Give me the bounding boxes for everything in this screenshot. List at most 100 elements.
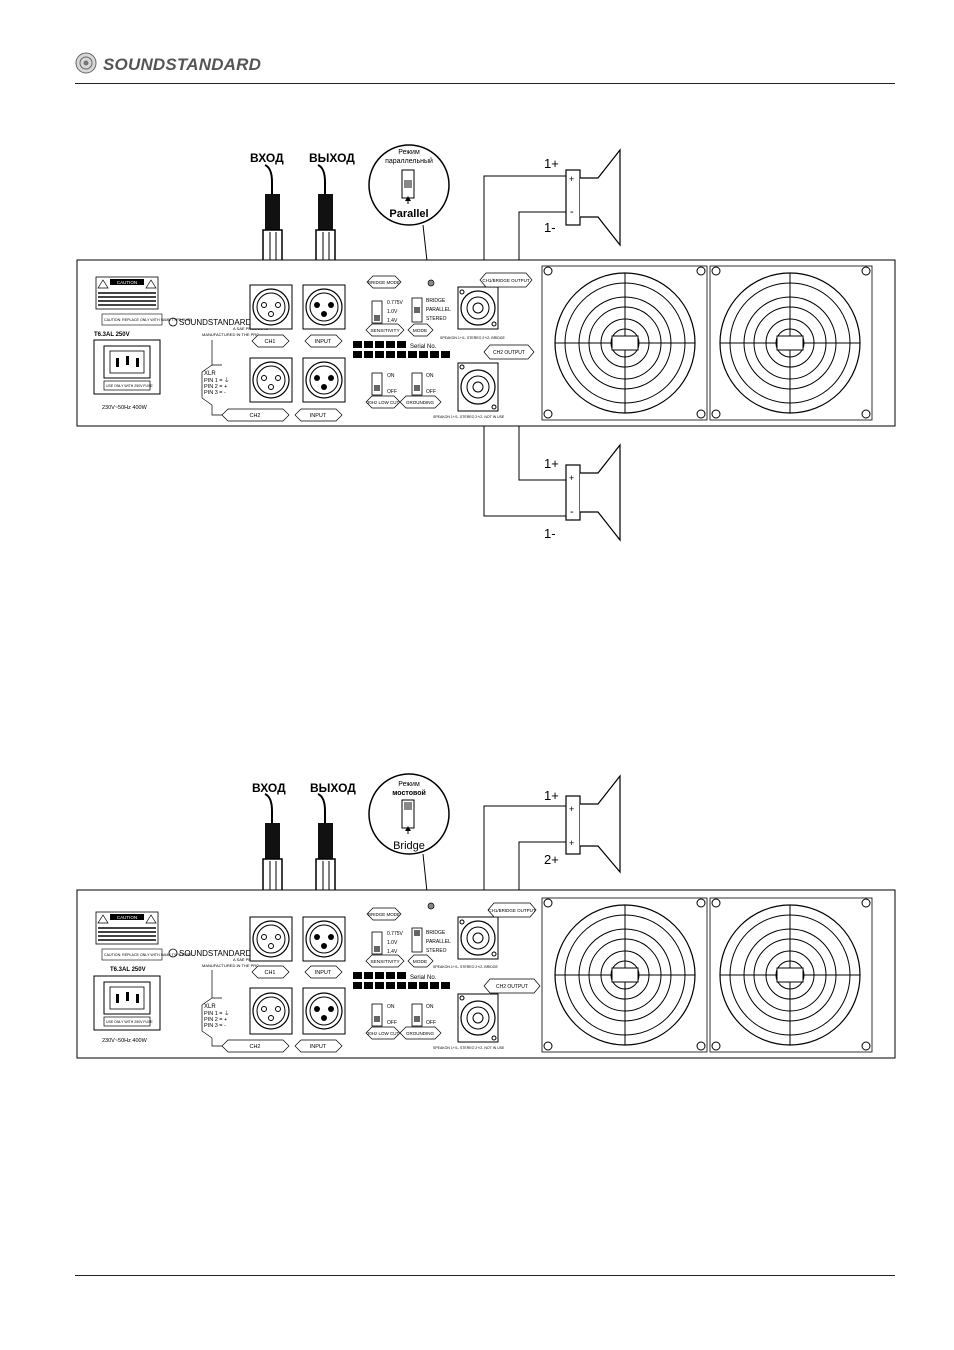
sensitivity-label-2: SENSITIVITY bbox=[370, 959, 400, 965]
terminal-plus-2: + bbox=[569, 473, 574, 483]
pin3-label: PIN 3 = - bbox=[204, 390, 226, 396]
lowcut-off-2: OFF bbox=[387, 1020, 397, 1026]
diagram-parallel: ВХОД ВЫХОД Режим параллельный Parallel +… bbox=[0, 130, 954, 560]
pin2-label-2: PIN 2 = + bbox=[204, 1017, 227, 1023]
speakon2-note: SPEAKON 1+/1- STEREO 2+/2- NOT IN USE bbox=[433, 415, 505, 419]
grounding-off: OFF bbox=[426, 389, 436, 395]
cooling-fan-left-2 bbox=[541, 897, 708, 1053]
xlr-jack-ch1-male bbox=[302, 284, 346, 330]
caution-label: CAUTION bbox=[117, 280, 137, 285]
callout-line1: Режим bbox=[398, 149, 420, 156]
brand-name: SOUNDSTANDARD bbox=[103, 55, 262, 74]
output-label-2: ВЫХОД bbox=[310, 781, 356, 795]
pin1-label: PIN 1 = ⏚ bbox=[204, 377, 230, 384]
bridge-mode-label: BRIDGE MODE bbox=[368, 280, 400, 285]
cooling-fan-right-2 bbox=[709, 897, 873, 1053]
diagram-bridge: ВХОД ВЫХОД Режим мостовой Bridge + + 1+ … bbox=[0, 772, 954, 1072]
ch2-input-label-2: INPUT bbox=[310, 1044, 327, 1050]
header-rule bbox=[75, 83, 895, 84]
footer-rule bbox=[75, 1275, 895, 1276]
output-label: ВЫХОД bbox=[309, 151, 355, 165]
sens-0775-2: 0.775V bbox=[387, 931, 404, 937]
sens-14: 1.4V bbox=[387, 318, 398, 324]
pin1-label-2: PIN 1 = ⏚ bbox=[204, 1010, 230, 1017]
input-label: ВХОД bbox=[250, 151, 284, 165]
speakon1-note: SPEAKON 1+/1- STEREO 2+/2- BRIDGE bbox=[440, 336, 505, 340]
ch2-input-label: INPUT bbox=[310, 413, 327, 419]
serial-boxes-2 bbox=[353, 972, 450, 989]
mode-stereo: STEREO bbox=[426, 316, 447, 322]
ch1-input-label: INPUT bbox=[315, 339, 332, 345]
speaker-bottom-minus: 1- bbox=[544, 526, 556, 541]
cooling-fan-left bbox=[541, 265, 708, 421]
ch1-bridge-output-label-2: CH1/BRIDGE OUTPUT bbox=[488, 908, 536, 913]
ch2-label: CH2 bbox=[249, 413, 260, 419]
ch1-label: CH1 bbox=[264, 339, 275, 345]
xlr-jack-ch2-female bbox=[249, 357, 293, 403]
callout2-line1: Режим bbox=[398, 781, 420, 788]
pin2-label: PIN 2 = + bbox=[204, 384, 227, 390]
input-label-2: ВХОД bbox=[252, 781, 286, 795]
xlr-jack-ch2-female-2 bbox=[249, 987, 293, 1035]
sensitivity-label: SENSITIVITY bbox=[370, 328, 400, 334]
ch1-bridge-output-label: CH1/BRIDGE OUTPUT bbox=[482, 278, 530, 283]
speaker-bridge: + + 1+ 2+ bbox=[544, 774, 621, 874]
speaker-bottom: + - 1+ 1- bbox=[544, 443, 621, 542]
mode-parallel-2: PARALLEL bbox=[426, 939, 451, 945]
callout2-line2: мостовой bbox=[392, 789, 426, 797]
xlr-jack-ch1-female-2 bbox=[249, 916, 293, 962]
ch1-input-label-2: INPUT bbox=[315, 970, 332, 976]
panel-made: MANUFACTURED IN THE PRC bbox=[202, 332, 259, 337]
speaker-plus-a: 1+ bbox=[544, 788, 559, 803]
callout-line2: параллельный bbox=[385, 157, 433, 165]
mode-stereo-2: STEREO bbox=[426, 948, 447, 954]
bridge-mode-label-2: BRIDGE MODE bbox=[368, 912, 400, 917]
terminal-plus-a: + bbox=[569, 804, 574, 814]
ch2-label-2: CH2 bbox=[249, 1044, 260, 1050]
xlr-label: XLR bbox=[204, 371, 216, 377]
grounding-on: ON bbox=[426, 373, 434, 379]
mode-bridge: BRIDGE bbox=[426, 298, 446, 304]
terminal-plus-b: + bbox=[569, 838, 574, 848]
ch2-output-label-2: CH2 OUTPUT bbox=[496, 984, 528, 990]
sens-10-2: 1.0V bbox=[387, 940, 398, 946]
lowcut-off: OFF bbox=[387, 389, 397, 395]
power-rating-2: 230V~50Hz 400W bbox=[102, 1038, 148, 1044]
xlr-jack-ch2-male-2 bbox=[302, 987, 346, 1035]
sens-10: 1.0V bbox=[387, 309, 398, 315]
fuse-note: USE ONLY WITH 250V FUSE bbox=[106, 384, 153, 388]
speaker-top-plus: 1+ bbox=[544, 156, 559, 171]
mode-parallel: PARALLEL bbox=[426, 307, 451, 313]
speakon2-note-2: SPEAKON 1+/1- STEREO 2+/2- NOT IN USE bbox=[433, 1046, 505, 1050]
speaker-plus-b: 2+ bbox=[544, 852, 559, 867]
xlr-label-2: XLR bbox=[204, 1004, 216, 1010]
serial-boxes bbox=[353, 341, 450, 358]
mode-bridge-2: BRIDGE bbox=[426, 930, 446, 936]
xlr-jack-ch1-female bbox=[249, 284, 293, 330]
speakon-ch1-bridge bbox=[457, 286, 499, 330]
panel-brand: SOUNDSTANDARD bbox=[179, 318, 252, 327]
caution-label-2: CAUTION bbox=[117, 915, 137, 920]
callout2-name: Bridge bbox=[393, 840, 425, 852]
sens-14-2: 1.4V bbox=[387, 949, 398, 955]
mode-callout: Режим параллельный Parallel bbox=[368, 144, 450, 289]
serial-label: Serial No. bbox=[410, 344, 437, 350]
terminal-minus: - bbox=[570, 206, 574, 218]
speaker-bottom-plus: 1+ bbox=[544, 456, 559, 471]
page-header: SOUNDSTANDARD bbox=[75, 48, 895, 84]
sens-0775: 0.775V bbox=[387, 300, 404, 306]
speakon-ch1-bridge-2 bbox=[457, 916, 499, 960]
mode-label-2: MODE bbox=[413, 959, 427, 965]
terminal-plus: + bbox=[569, 174, 574, 184]
grounding-label: GROUNDING bbox=[406, 400, 434, 405]
ch2-output-label: CH2 OUTPUT bbox=[493, 350, 525, 356]
grounding-off-2: OFF bbox=[426, 1020, 436, 1026]
fuse-note-2: USE ONLY WITH 250V FUSE bbox=[106, 1020, 153, 1024]
lowcut-on: ON bbox=[387, 373, 395, 379]
cooling-fan-right bbox=[709, 265, 873, 421]
grounding-on-2: ON bbox=[426, 1004, 434, 1010]
xlr-jack-ch2-male bbox=[302, 357, 346, 403]
lowcut-label: 30Hz LOW CUT bbox=[367, 400, 400, 405]
speaker-top-minus: 1- bbox=[544, 220, 556, 235]
speakon-ch2-2 bbox=[457, 993, 499, 1043]
